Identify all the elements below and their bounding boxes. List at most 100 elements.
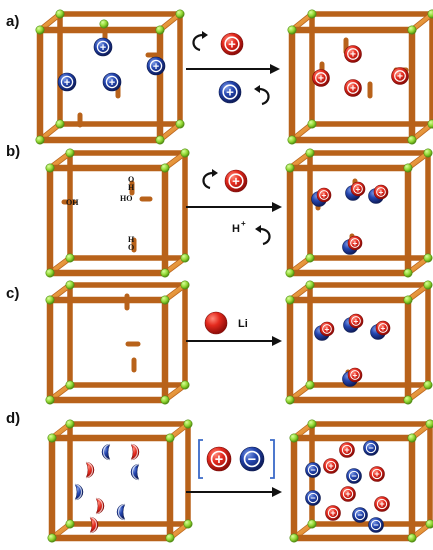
hydroxyl-h-label-bottom: H [128, 235, 135, 244]
ion-sign-ring [228, 173, 244, 189]
plus-sign: + [322, 190, 327, 200]
curl-arrow-in-a-head [202, 31, 208, 39]
plus-sign: + [397, 72, 403, 83]
ion-sign-ring [376, 187, 386, 197]
panel-label-c: c) [6, 285, 20, 302]
plus-sign: + [325, 324, 330, 334]
half-sphere-highlight [129, 443, 139, 461]
minus-sign: − [248, 452, 256, 468]
linker-node [305, 280, 315, 290]
cation-sphere [206, 446, 232, 472]
cation-sphere [344, 79, 362, 97]
ion-sign-ring [347, 82, 359, 94]
minus-sign: − [310, 465, 315, 475]
linker-node [65, 148, 75, 158]
linker-node [285, 395, 295, 405]
cation-sphere [344, 45, 362, 63]
cation-sphere [204, 311, 228, 335]
cation-sphere [340, 486, 356, 502]
hydroxyl-label-right: HO [120, 194, 132, 203]
half-sphere-highlight [102, 443, 112, 461]
ion-sign-ring [96, 40, 110, 54]
linker-node [407, 135, 417, 145]
cube-b-left [45, 148, 190, 278]
ion-sign-ring [370, 519, 382, 531]
cation-sphere [369, 466, 385, 482]
ion-sign-ring [378, 323, 388, 333]
linker-node [285, 163, 295, 173]
minus-sign: − [373, 520, 378, 530]
linker-node [180, 380, 190, 390]
linker-node [65, 419, 75, 429]
cube-c-left [45, 280, 190, 405]
plus-sign: + [153, 61, 159, 73]
half-sphere-highlight [131, 463, 141, 481]
plus-sign: + [215, 452, 223, 468]
cation-sphere [375, 320, 391, 336]
ion-sign-ring [353, 184, 363, 194]
linker-node [55, 9, 65, 19]
ion-sign-ring [210, 450, 228, 468]
linker-node [307, 519, 317, 529]
linker-node [45, 163, 55, 173]
linker-node [155, 25, 165, 35]
cube-a-right [287, 9, 433, 145]
curl-arrow-out-b [260, 227, 271, 246]
ion-sign-ring [342, 488, 354, 500]
ion-sign-ring [224, 36, 240, 52]
plus-sign: + [330, 508, 335, 518]
linker-node [425, 519, 433, 529]
linker-node [47, 433, 57, 443]
curl-arrow-in-b-head [212, 169, 218, 177]
cation-sphere [350, 181, 366, 197]
plus-sign: + [228, 37, 236, 52]
ion-sign-ring [60, 75, 74, 89]
anion-sphere [305, 490, 321, 506]
anion-sphere [352, 507, 368, 523]
linker-node [160, 268, 170, 278]
linker-node [160, 295, 170, 305]
linker-node [45, 295, 55, 305]
ion-sign-ring [149, 59, 163, 73]
linker-node [175, 119, 185, 129]
linker-node [403, 295, 413, 305]
cation-sphere [339, 442, 355, 458]
half-sphere-highlight [94, 497, 104, 515]
ion-sign-ring [347, 48, 359, 60]
ion-sign-ring [315, 72, 327, 84]
cube-a-left [35, 9, 185, 145]
linker-node [289, 533, 299, 543]
ion-sign-ring [350, 370, 360, 380]
linker-node [180, 280, 190, 290]
ion-sign-ring [322, 324, 332, 334]
ion-sign-ring [307, 492, 319, 504]
plus-sign: + [381, 323, 386, 333]
linker-node [307, 119, 317, 129]
linker-node [287, 25, 297, 35]
plus-sign: + [100, 42, 106, 54]
plus-sign: + [356, 184, 361, 194]
linker-node [287, 135, 297, 145]
ion-sign-ring [371, 468, 383, 480]
ion-sign-ring [348, 470, 360, 482]
linker-node [423, 380, 433, 390]
plus-sign: + [232, 174, 240, 189]
linker-node [285, 268, 295, 278]
plus-sign: + [328, 461, 333, 471]
linker-node [307, 419, 317, 429]
panel-label-b: b) [6, 143, 21, 160]
minus-sign: − [351, 471, 356, 481]
half-sphere-highlight [88, 516, 98, 534]
half-sphere-highlight [117, 503, 127, 521]
anion-sphere [93, 37, 113, 57]
plus-sign: + [64, 77, 70, 89]
cation-sphere [348, 313, 364, 329]
cation-sphere [316, 187, 332, 203]
linker-node [65, 380, 75, 390]
curl-arrow-out-b-head [255, 225, 261, 233]
linker-node [45, 395, 55, 405]
ion-sign-ring [327, 507, 339, 519]
curl-arrow-in-a [192, 33, 203, 52]
plus-sign: + [379, 499, 384, 509]
